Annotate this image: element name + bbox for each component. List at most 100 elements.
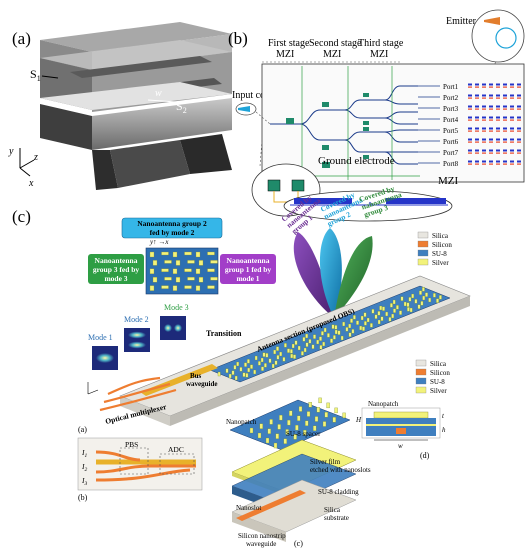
chip-nanopatch [330, 338, 333, 343]
emitter-dot [517, 141, 521, 143]
chip-nanopatch [234, 375, 238, 381]
chip-nanopatch [363, 312, 367, 317]
chip-nanopatch [322, 341, 326, 347]
emitter-dot [489, 108, 493, 110]
chip-nanopatch [409, 307, 413, 313]
mode3-image [160, 316, 186, 340]
stack-nanopatch [269, 419, 273, 425]
emitter-bar [503, 94, 507, 97]
chip-nanopatch [247, 367, 251, 373]
chip-nanopatch [239, 367, 243, 372]
grid-nanopatch [184, 251, 192, 256]
emitter-bar [468, 160, 472, 163]
chip-nanopatch [417, 304, 421, 309]
grid-nanopatch [184, 268, 192, 272]
grid-nanopatch [175, 260, 181, 266]
pillar-left [92, 150, 118, 190]
chip-nanopatch [382, 306, 385, 311]
legend-swatch-1 [415, 359, 427, 367]
chip-nanopatch [297, 345, 301, 351]
cs-su8 [366, 418, 436, 424]
chip-nanopatch [356, 320, 359, 325]
emitter-dot [475, 119, 479, 121]
stage1-mzi: MZI [276, 49, 294, 60]
chip-nanopatch [276, 355, 280, 360]
emitter-bar [482, 138, 486, 141]
emitter-dot [468, 119, 472, 121]
stack-nanopatch [283, 438, 287, 444]
chip-nanopatch [316, 339, 320, 345]
emitter-bar [482, 116, 486, 119]
stage3-mzi: MZI [370, 49, 388, 60]
stage1-label: First stage [268, 38, 310, 49]
emitter-dot [503, 97, 507, 99]
coupler-leader [255, 111, 271, 125]
stack-nanopatch [273, 442, 278, 449]
stack-nanopatch [318, 397, 322, 404]
emitter-bar [489, 160, 493, 163]
chip-nanopatch [428, 297, 432, 303]
stack-nanopatch [297, 415, 301, 421]
emitter-dot [510, 97, 514, 99]
emitter-bar [496, 116, 500, 119]
sub-c-label: (c) [294, 539, 303, 548]
emitter-bar [482, 83, 486, 86]
chip-nanopatch [225, 368, 229, 373]
emitter-dot [496, 97, 500, 99]
chip-nanopatch [231, 370, 235, 375]
chip-nanopatch [294, 340, 298, 345]
panel-c: (c) Nanoantenna group 2 fed by mode 2 Na… [12, 184, 471, 548]
grid-nanopatch [164, 260, 172, 264]
chip-nanopatch [250, 364, 253, 369]
chip-nanopatch [301, 351, 304, 356]
panel-a-letter: (a) [12, 29, 31, 48]
beam-group3 [334, 236, 373, 318]
grid-nanopatch [195, 285, 201, 291]
stage2-label: Second stage [309, 38, 362, 49]
chip-nanopatch [262, 352, 266, 357]
stack-nanopatch [303, 429, 307, 436]
stack-nanopatch [316, 407, 320, 413]
emitter-dot [482, 86, 486, 88]
chip-nanopatch [302, 337, 306, 342]
emitter-dot [489, 97, 493, 99]
grid-nanopatch [207, 268, 215, 272]
emitter-dot [482, 141, 486, 143]
emitter-bar [503, 116, 507, 119]
port-label-7: Port7 [443, 149, 459, 157]
emitter-dot [468, 108, 472, 110]
emitter-zoom-circle [471, 9, 525, 63]
emitter-dot [503, 108, 507, 110]
emitter-dot [496, 152, 500, 154]
emitter-bar [517, 149, 521, 152]
svg-text:I2: I2 [81, 462, 88, 473]
electrode-lines [262, 66, 420, 180]
emitter-bar [475, 127, 479, 130]
chip-nanopatch [337, 330, 341, 335]
chip-nanopatch [265, 353, 269, 358]
emitter-bar [510, 83, 514, 86]
stack-nanopatch [298, 406, 303, 412]
emitter-bar [475, 94, 479, 97]
chip-nanopatch [353, 315, 356, 320]
emitter-dot [503, 152, 507, 154]
beam-group2 [319, 228, 342, 318]
chip-nanopatch [377, 319, 381, 325]
emitter-dot [482, 152, 486, 154]
chip-nanopatch [334, 325, 338, 330]
chip-nanopatch [425, 292, 428, 297]
chip-nanopatch [284, 343, 287, 348]
stack-patches [249, 397, 346, 449]
coupler-taper [238, 106, 250, 112]
legend-label-2: Silicon [432, 241, 452, 249]
emitter-dot [517, 86, 521, 88]
emitter-dot [503, 163, 507, 165]
stack-nanopatch [332, 417, 336, 423]
emitter-dot [468, 97, 472, 99]
chip-nanopatch [360, 315, 364, 321]
chip-nanopatch [422, 287, 425, 292]
